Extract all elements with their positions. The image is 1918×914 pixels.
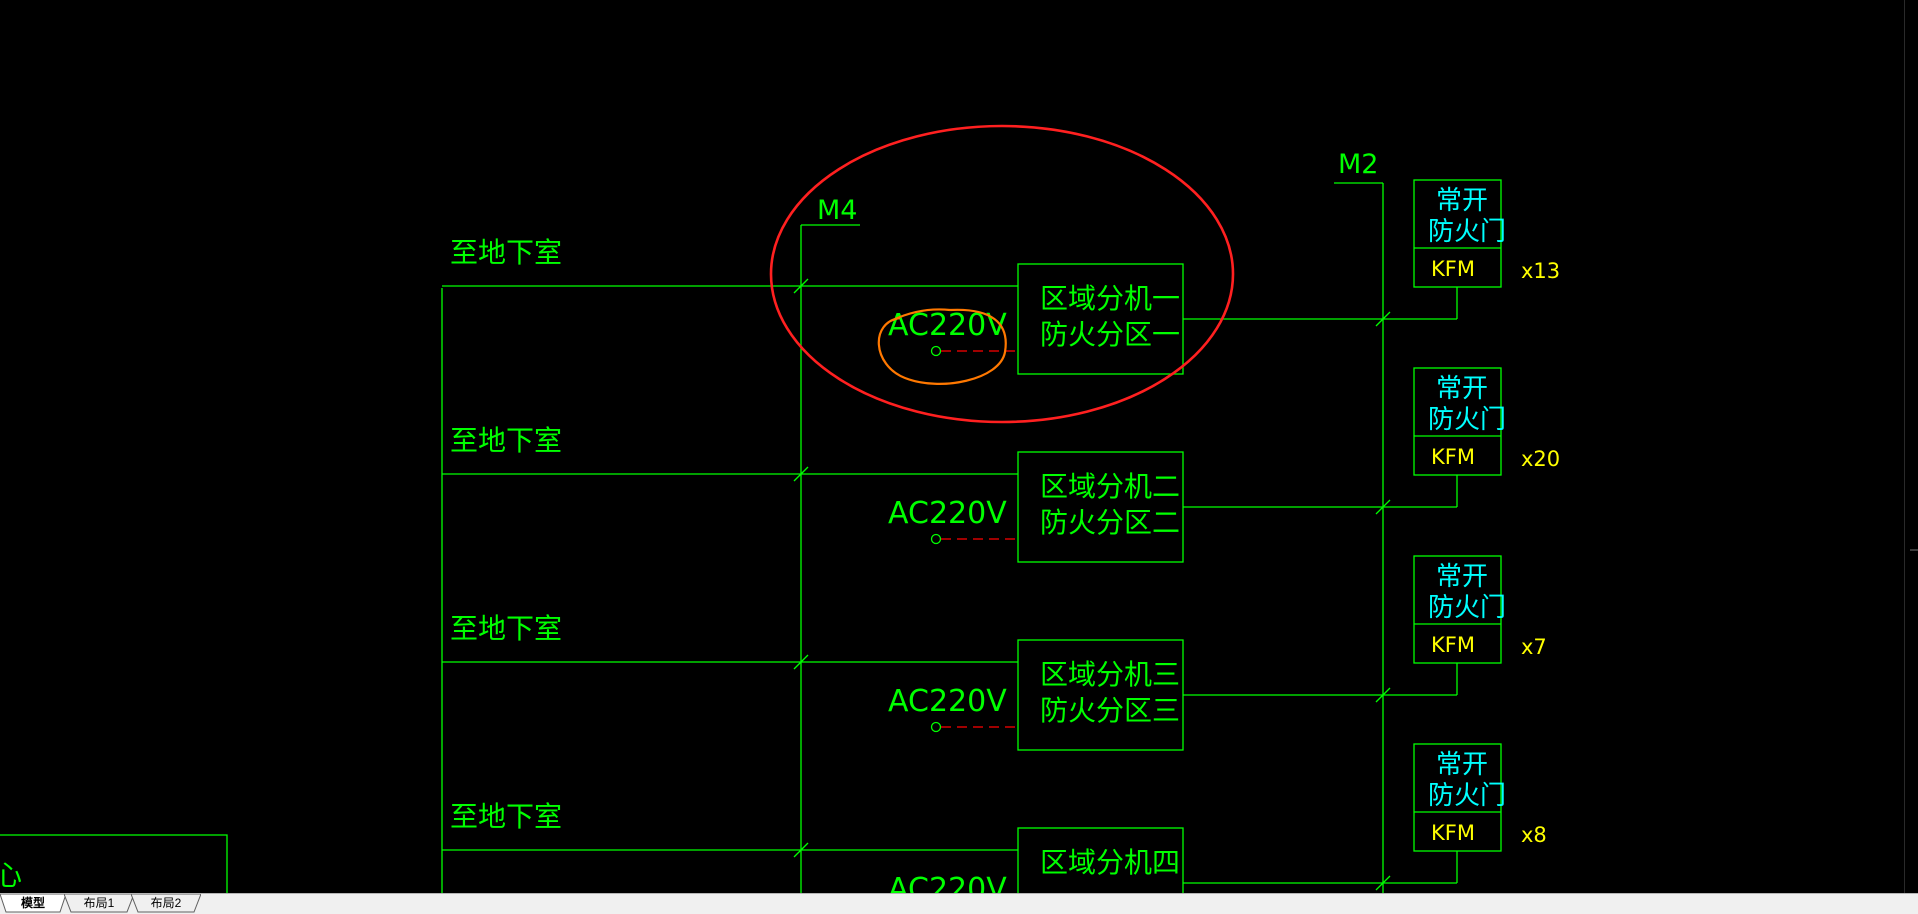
tab-layout2[interactable]: 布局2 xyxy=(131,894,201,913)
fire-door-label: 常开 xyxy=(1436,186,1488,216)
feed-tick xyxy=(793,654,809,670)
m2-label: M2 xyxy=(1338,149,1378,180)
output-tick xyxy=(1375,687,1391,703)
panel-name: 区域分机二 xyxy=(1040,470,1180,503)
m4-label: M4 xyxy=(817,195,857,226)
output-tick xyxy=(1375,875,1391,891)
power-terminal xyxy=(930,533,942,545)
basement-label: 至地下室 xyxy=(450,424,562,457)
kfm-code: KFM xyxy=(1431,257,1475,281)
tab-model[interactable]: 模型 xyxy=(0,894,66,913)
fire-door-label: 常开 xyxy=(1436,562,1488,592)
basement-label: 至地下室 xyxy=(450,800,562,833)
feed-tick xyxy=(793,466,809,482)
kfm-code: KFM xyxy=(1431,821,1475,845)
fire-door-box xyxy=(1413,743,1502,852)
fire-door-box xyxy=(1413,555,1502,664)
tab-model-label: 模型 xyxy=(20,896,45,910)
panel-zone: 防火分区三 xyxy=(1040,694,1180,727)
orange-annotation-circle xyxy=(877,308,1007,385)
basement-label: 至地下室 xyxy=(450,612,562,645)
output-tick xyxy=(1375,311,1391,327)
kfm-code: KFM xyxy=(1431,445,1475,469)
power-label: AC220V xyxy=(888,496,1007,531)
panel-name: 区域分机三 xyxy=(1040,658,1180,691)
power-terminal xyxy=(930,345,942,357)
red-annotation-ellipse xyxy=(769,124,1235,424)
fragment-text: 心 xyxy=(0,859,22,892)
orange-annotation-tail xyxy=(892,308,951,321)
fire-door-label: 防火门 xyxy=(1428,405,1506,435)
fire-door-label: 防火门 xyxy=(1428,593,1506,623)
fire-door-label: 防火门 xyxy=(1428,781,1506,811)
power-label: AC220V xyxy=(888,308,1007,343)
fire-door-label: 防火门 xyxy=(1428,217,1506,247)
layout-tab-bar: 模型 布局1 布局2 xyxy=(0,893,1918,914)
panel-zone: 防火分区二 xyxy=(1040,506,1180,539)
panel-name: 区域分机一 xyxy=(1040,282,1180,315)
door-count: x20 xyxy=(1521,447,1560,471)
kfm-code: KFM xyxy=(1431,633,1475,657)
fire-door-box xyxy=(1413,367,1502,476)
fire-door-box xyxy=(1413,179,1502,288)
feed-tick xyxy=(793,278,809,294)
power-label: AC220V xyxy=(888,872,1007,893)
door-count: x13 xyxy=(1521,259,1560,283)
fragment-box xyxy=(0,834,228,893)
feed-tick xyxy=(793,842,809,858)
output-tick xyxy=(1375,499,1391,515)
tab-layout1[interactable]: 布局1 xyxy=(64,894,134,913)
door-count: x8 xyxy=(1521,823,1547,847)
power-terminal xyxy=(930,721,942,733)
door-count: x7 xyxy=(1521,635,1547,659)
panel-zone: 防火分区一 xyxy=(1040,318,1180,351)
fire-door-label: 常开 xyxy=(1436,750,1488,780)
fire-door-label: 常开 xyxy=(1436,374,1488,404)
tab-layout1-label: 布局1 xyxy=(83,896,115,910)
panel-name: 区域分机四 xyxy=(1040,846,1180,879)
vertical-scrollbar[interactable] xyxy=(1904,0,1918,893)
tab-layout2-label: 布局2 xyxy=(150,896,182,910)
power-label: AC220V xyxy=(888,684,1007,719)
basement-label: 至地下室 xyxy=(450,236,562,269)
